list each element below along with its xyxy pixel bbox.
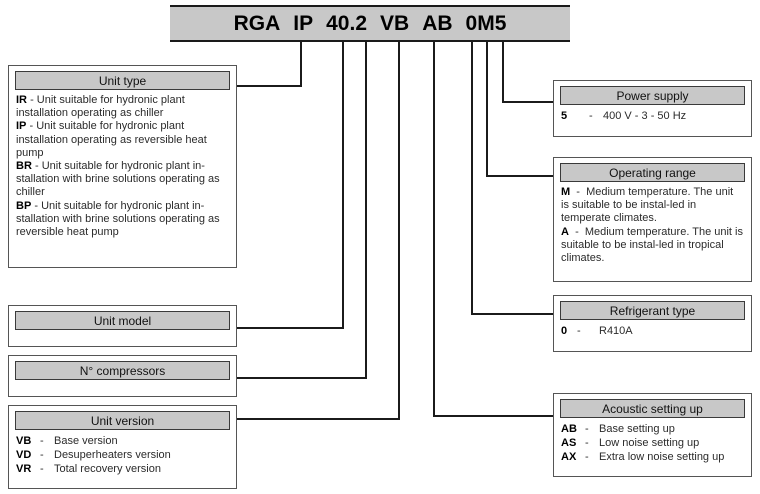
leader-unit-version-vertical <box>398 42 400 420</box>
panel-power-supply-body: 5 - 400 V - 3 - 50 Hz <box>561 109 744 124</box>
unit-type-entry-br: BR - Unit suitable for hydronic plant in… <box>16 160 220 199</box>
panel-unit-model-title: Unit model <box>15 311 230 330</box>
leader-operating-range-horizontal <box>486 175 555 177</box>
panel-power-supply-title: Power supply <box>560 86 745 105</box>
panel-acoustic-setting-up-title: Acoustic setting up <box>560 399 745 418</box>
leader-operating-range-vertical <box>486 42 488 177</box>
acoustic-entry-as: AS - Low noise setting up <box>561 437 700 449</box>
leader-n-compressors-vertical <box>365 42 367 379</box>
panel-acoustic-setting-up: Acoustic setting up AB - Base setting up… <box>553 393 752 477</box>
operating-range-entry-m: M - Medium temperature. The unit is suit… <box>561 186 734 225</box>
leader-power-supply-vertical <box>502 42 504 103</box>
panel-unit-version: Unit version VB - Base version VD - Desu… <box>8 405 237 489</box>
operating-range-entry-a: A - Medium temperature. The unit is suit… <box>561 225 743 265</box>
code-segment-acoustic: AB <box>422 11 453 35</box>
leader-unit-type-horizontal <box>237 85 302 87</box>
unit-version-entry-vb: VB - Base version <box>16 435 118 447</box>
leader-acoustic-vertical <box>433 42 435 417</box>
leader-refrigerant-horizontal <box>471 313 555 315</box>
panel-n-compressors-title: N° compressors <box>15 361 230 380</box>
code-segment-unit-version: VB <box>380 11 410 35</box>
leader-acoustic-horizontal <box>433 415 555 417</box>
panel-unit-version-body: VB - Base version VD - Desuperheaters ve… <box>16 434 229 476</box>
unit-version-entry-vd: VD - Desuperheaters version <box>16 449 171 461</box>
product-code-bar: RGA IP 40.2 VB AB 0M5 <box>170 5 570 42</box>
panel-refrigerant-type-body: 0 - R410A <box>561 324 744 338</box>
leader-unit-model-vertical <box>342 42 344 329</box>
leader-unit-type-vertical <box>300 42 302 87</box>
unit-type-entry-ir: IR - Unit suitable for hydronic plant in… <box>16 94 185 120</box>
panel-operating-range-body: M - Medium temperature. The unit is suit… <box>561 186 744 265</box>
code-segment-unit-type: IP <box>293 11 314 35</box>
panel-unit-type-title: Unit type <box>15 71 230 90</box>
code-segment-rga: RGA <box>233 11 281 35</box>
refrigerant-entry-0: 0 - R410A <box>561 325 633 337</box>
panel-refrigerant-type: Refrigerant type 0 - R410A <box>553 295 752 352</box>
leader-n-compressors-horizontal <box>237 377 367 379</box>
panel-operating-range: Operating range M - Medium temperature. … <box>553 157 752 282</box>
power-supply-entry-5: 5 - 400 V - 3 - 50 Hz <box>561 110 687 122</box>
panel-unit-version-title: Unit version <box>15 411 230 430</box>
code-segment-refrig-oprange-power: 0M5 <box>465 11 507 35</box>
unit-type-entry-bp: BP - Unit suitable for hydronic plant in… <box>16 199 220 239</box>
panel-unit-type-body: IR - Unit suitable for hydronic plant in… <box>16 94 229 239</box>
code-segment-unit-model: 40.2 <box>326 11 367 35</box>
unit-type-entry-ip: IP - Unit suitable for hydronic plant in… <box>16 120 207 159</box>
leader-refrigerant-vertical <box>471 42 473 315</box>
leader-unit-version-horizontal <box>237 418 400 420</box>
acoustic-entry-ax: AX - Extra low noise setting up <box>561 451 725 463</box>
panel-operating-range-title: Operating range <box>560 163 745 182</box>
panel-unit-type: Unit type IR - Unit suitable for hydroni… <box>8 65 237 268</box>
leader-power-supply-horizontal <box>502 101 555 103</box>
panel-power-supply: Power supply 5 - 400 V - 3 - 50 Hz <box>553 80 752 137</box>
unit-version-entry-vr: VR - Total recovery version <box>16 463 161 475</box>
leader-unit-model-horizontal <box>237 327 344 329</box>
panel-n-compressors: N° compressors <box>8 355 237 397</box>
panel-acoustic-setting-up-body: AB - Base setting up AS - Low noise sett… <box>561 422 744 464</box>
panel-unit-model: Unit model <box>8 305 237 347</box>
acoustic-entry-ab: AB - Base setting up <box>561 423 675 435</box>
panel-refrigerant-type-title: Refrigerant type <box>560 301 745 320</box>
